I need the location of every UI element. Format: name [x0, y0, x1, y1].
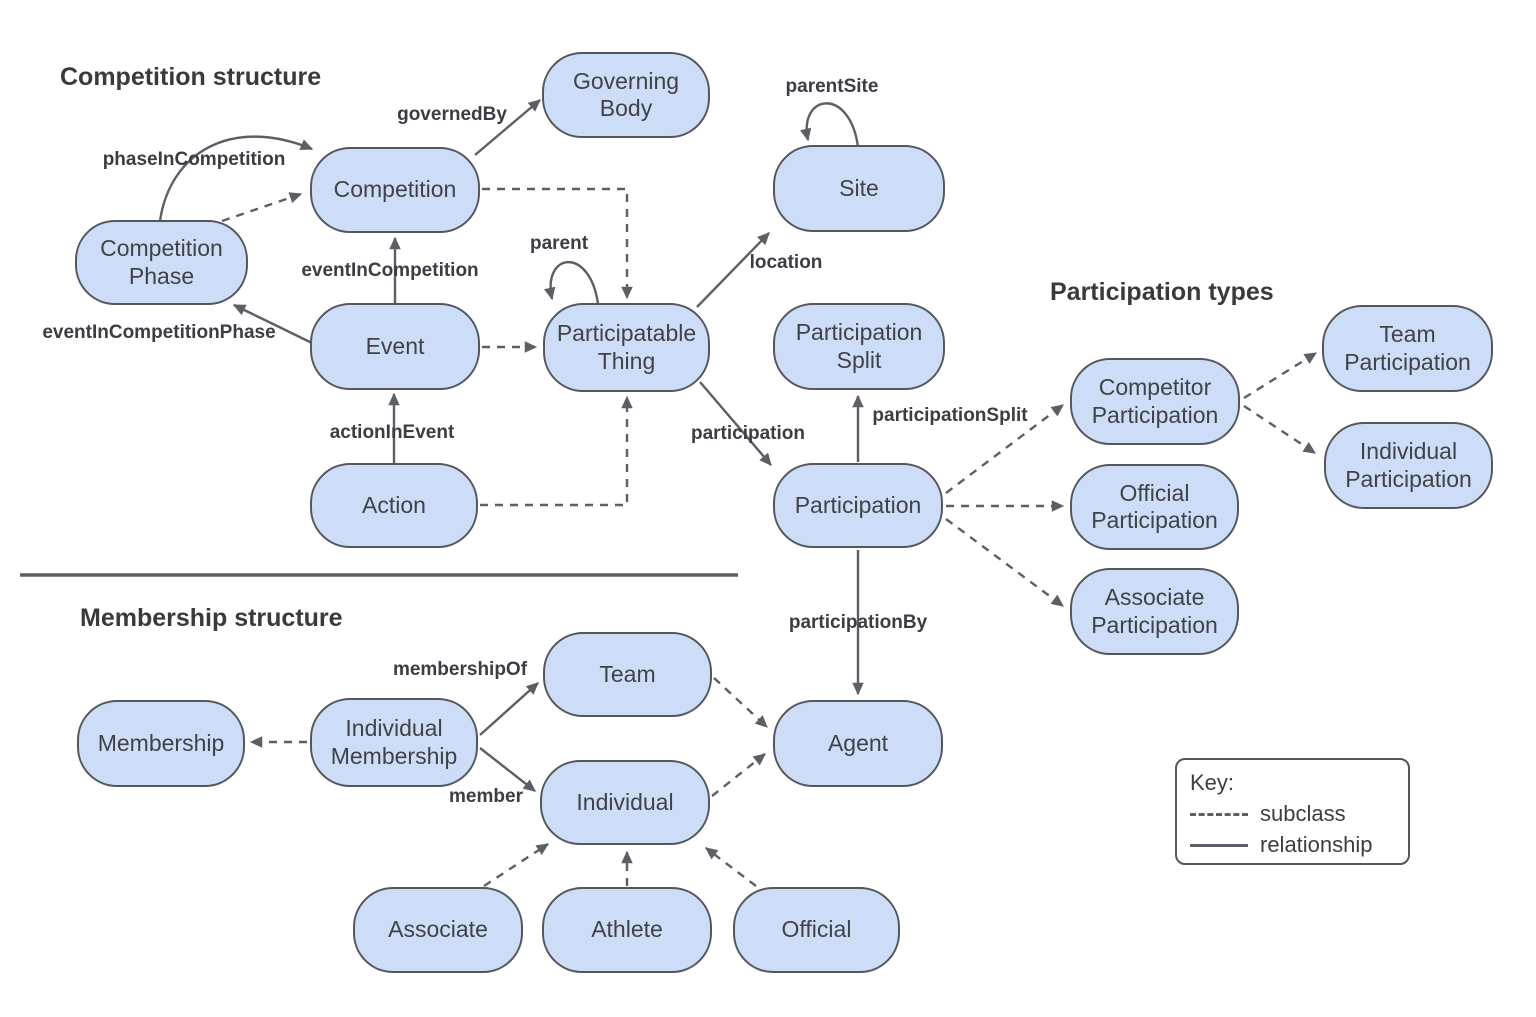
edge-label-membershipof: membershipOf	[392, 659, 528, 680]
edge-subclass-official-individual	[705, 847, 757, 887]
edge-parent-selfloop	[544, 261, 600, 305]
legend-title: Key:	[1190, 770, 1235, 795]
node-agent: Agent	[773, 700, 943, 787]
edge-label-governedby: governedBy	[397, 104, 507, 125]
node-individual: Individual	[540, 760, 710, 845]
edge-membershipof	[479, 682, 539, 736]
edge-label-location: location	[749, 252, 823, 273]
edge-label-participationby: participationBy	[788, 612, 928, 633]
edge-subclass-individual-agent	[711, 753, 766, 797]
edge-subclass-participation-competitorparticipation	[945, 404, 1064, 494]
edge-participation	[699, 381, 772, 466]
node-site: Site	[773, 145, 945, 232]
edge-phaseincompetition	[158, 135, 314, 222]
heading-competition-structure: Competition structure	[60, 63, 322, 91]
node-participatable-thing: Participatable Thing	[543, 303, 710, 392]
edge-member	[479, 747, 536, 792]
node-competition-phase: Competition Phase	[75, 220, 248, 305]
node-athlete: Athlete	[542, 887, 712, 973]
legend-row-subclass: subclass	[1190, 801, 1408, 827]
legend-subclass-label: subclass	[1260, 801, 1346, 826]
edge-subclass-action-participatablething	[480, 395, 633, 507]
legend-relationship-label: relationship	[1260, 832, 1373, 857]
edge-label-eventincompetition: eventInCompetition	[301, 260, 479, 281]
edge-label-participationsplit: participationSplit	[872, 405, 1028, 426]
node-associate-participation: Associate Participation	[1070, 568, 1239, 655]
dashed-line-sample	[1190, 812, 1248, 816]
legend-key-box: Key: subclass relationship	[1175, 758, 1410, 865]
node-official: Official	[733, 887, 900, 973]
edge-subclass-competitionphase-competition	[221, 192, 303, 223]
edge-subclass-participation-associateparticipation	[945, 518, 1065, 607]
edge-subclass-team-agent	[713, 677, 768, 728]
edge-label-parent: parent	[529, 233, 589, 254]
edge-label-participation: participation	[690, 423, 806, 444]
node-membership: Membership	[77, 700, 245, 787]
edge-label-phaseincompetition: phaseInCompetition	[102, 149, 286, 170]
edge-label-parentsite: parentSite	[785, 76, 879, 97]
node-team-participation: Team Participation	[1322, 305, 1493, 392]
node-official-participation: Official Participation	[1070, 464, 1239, 550]
edge-subclass-competition-participatablething	[482, 187, 633, 300]
node-participation: Participation	[773, 463, 943, 548]
edge-label-actioninevent: actionInEvent	[329, 422, 455, 443]
edge-parentsite-selfloop	[800, 102, 860, 148]
edge-subclass-associate-individual	[483, 842, 550, 888]
edge-governedby	[474, 99, 541, 156]
heading-participation-types: Participation types	[1050, 278, 1274, 306]
node-competitor-participation: Competitor Participation	[1070, 358, 1240, 445]
edge-label-member: member	[449, 786, 523, 807]
legend-row-relationship: relationship	[1190, 832, 1408, 858]
node-individual-membership: Individual Membership	[310, 698, 478, 787]
heading-membership-structure: Membership structure	[80, 604, 343, 632]
node-associate: Associate	[353, 887, 523, 973]
node-team: Team	[543, 632, 712, 717]
edge-label-eventincompetitionphase: eventInCompetitionPhase	[42, 322, 276, 343]
node-competition: Competition	[310, 147, 480, 233]
solid-line-sample	[1190, 843, 1248, 847]
edge-subclass-competitorparticipation-individualparticipation	[1243, 404, 1317, 455]
node-individual-participation: Individual Participation	[1324, 422, 1493, 509]
node-participation-split: Participation Split	[773, 303, 945, 390]
node-event: Event	[310, 303, 480, 390]
edge-eventincompetitionphase	[232, 303, 313, 345]
node-governing-body: Governing Body	[542, 52, 710, 138]
edge-location	[696, 232, 770, 308]
edge-subclass-competitorparticipation-teamparticipation	[1243, 351, 1318, 400]
node-action: Action	[310, 463, 478, 548]
